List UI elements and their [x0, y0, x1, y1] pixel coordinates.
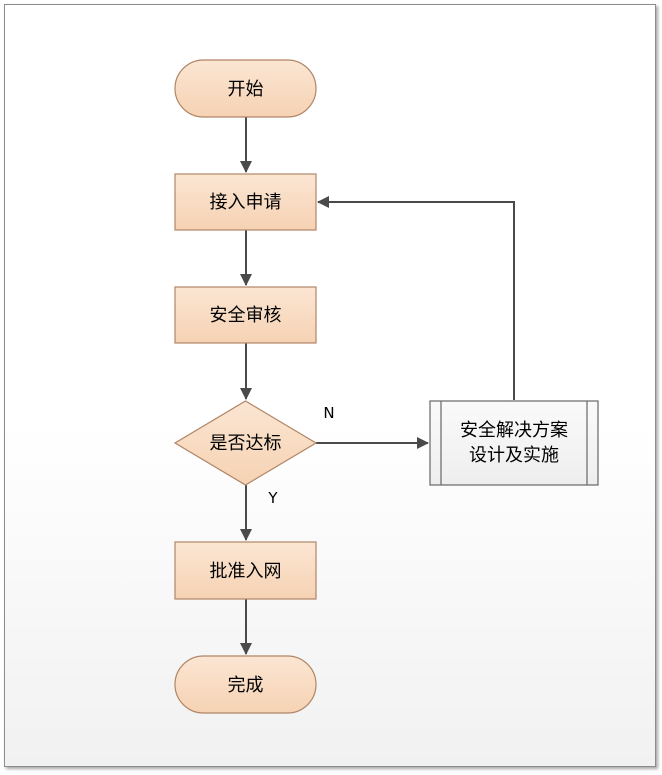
- approve-label: 批准入网: [210, 561, 282, 582]
- decision-node: 是否达标: [173, 400, 318, 486]
- start-node: 开始: [174, 59, 317, 118]
- solution-node: 安全解决方案 设计及实施: [429, 400, 599, 486]
- apply-label: 接入申请: [210, 192, 282, 213]
- finish-label: 完成: [228, 675, 264, 696]
- solution-label-line2: 设计及实施: [469, 445, 559, 466]
- approve-node: 批准入网: [174, 541, 317, 600]
- start-label: 开始: [228, 79, 264, 100]
- yes-label: Y: [267, 489, 278, 507]
- review-node: 安全审核: [174, 286, 317, 344]
- review-label: 安全审核: [210, 305, 282, 326]
- finish-node: 完成: [174, 655, 317, 714]
- edge-solution-apply: [317, 196, 515, 400]
- apply-node: 接入申请: [174, 173, 317, 231]
- decision-label: 是否达标: [210, 433, 282, 454]
- solution-label-line1: 安全解决方案: [460, 420, 568, 441]
- connectors: [240, 117, 515, 655]
- diagram-frame: [4, 4, 656, 767]
- no-label: N: [323, 404, 334, 422]
